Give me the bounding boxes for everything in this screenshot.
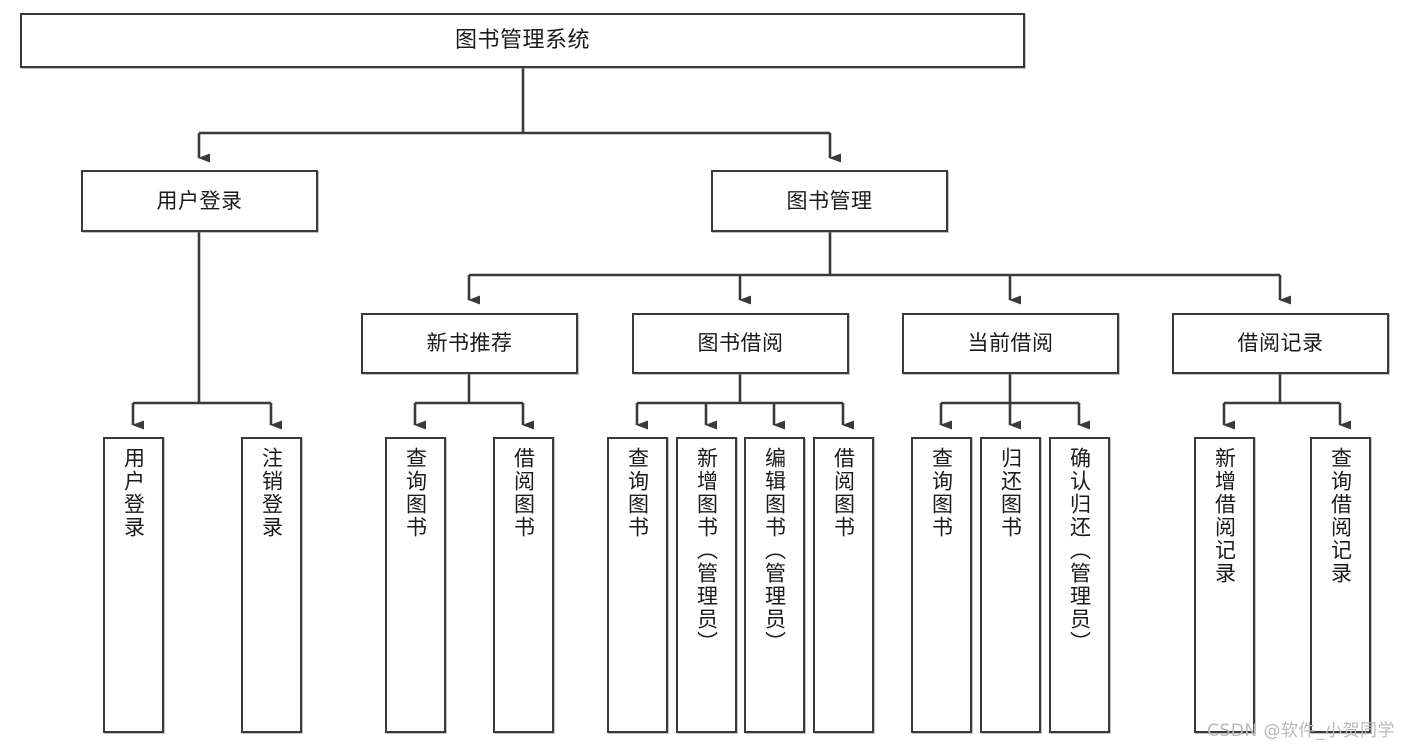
node-leaf-query-borrow-record[interactable]: 查询借阅记录 (1310, 437, 1371, 733)
node-borrow-record[interactable]: 借阅记录 (1172, 313, 1389, 374)
node-leaf-add-book-admin[interactable]: 新增图书（管理员） (676, 437, 737, 733)
node-label: 用户登录 (121, 447, 146, 539)
node-leaf-query-book-borrow[interactable]: 查询图书 (607, 437, 668, 733)
node-label: 查询图书 (403, 447, 428, 539)
node-label: 新增图书（管理员） (694, 447, 719, 654)
node-new-book-recommend[interactable]: 新书推荐 (361, 313, 578, 374)
watermark: CSDN @软件_小贺同学 (1207, 721, 1395, 741)
node-label: 查询借阅记录 (1328, 447, 1353, 585)
node-book-management[interactable]: 图书管理 (711, 170, 948, 232)
node-root-book-management-system[interactable]: 图书管理系统 (20, 13, 1025, 68)
node-leaf-confirm-return-admin[interactable]: 确认归还（管理员） (1049, 437, 1110, 733)
node-label: 编辑图书（管理员） (762, 447, 787, 654)
node-label: 查询图书 (929, 447, 954, 539)
node-user-login[interactable]: 用户登录 (81, 170, 318, 232)
node-label: 借阅图书 (831, 447, 856, 539)
node-leaf-query-book-recommend[interactable]: 查询图书 (385, 437, 446, 733)
node-label: 确认归还（管理员） (1067, 447, 1092, 654)
node-label: 借阅记录 (1237, 331, 1324, 356)
node-leaf-add-borrow-record[interactable]: 新增借阅记录 (1194, 437, 1255, 733)
node-label: 归还图书 (998, 447, 1023, 539)
node-current-borrow[interactable]: 当前借阅 (902, 313, 1119, 374)
node-label: 图书管理系统 (454, 27, 590, 53)
node-label: 新增借阅记录 (1212, 447, 1237, 585)
node-label: 图书借阅 (697, 331, 784, 356)
node-label: 新书推荐 (426, 331, 513, 356)
node-leaf-return-book[interactable]: 归还图书 (980, 437, 1041, 733)
node-leaf-logout-login[interactable]: 注销登录 (241, 437, 302, 733)
node-leaf-borrow-book-recommend[interactable]: 借阅图书 (493, 437, 554, 733)
node-leaf-user-login[interactable]: 用户登录 (103, 437, 164, 733)
node-label: 图书管理 (786, 188, 873, 213)
node-book-borrow[interactable]: 图书借阅 (632, 313, 849, 374)
node-label: 用户登录 (156, 188, 243, 213)
node-label: 当前借阅 (967, 331, 1054, 356)
node-label: 查询图书 (625, 447, 650, 539)
node-leaf-query-book-current[interactable]: 查询图书 (911, 437, 972, 733)
node-leaf-borrow-book[interactable]: 借阅图书 (813, 437, 874, 733)
node-leaf-edit-book-admin[interactable]: 编辑图书（管理员） (744, 437, 805, 733)
node-label: 借阅图书 (511, 447, 536, 539)
node-label: 注销登录 (259, 447, 284, 539)
